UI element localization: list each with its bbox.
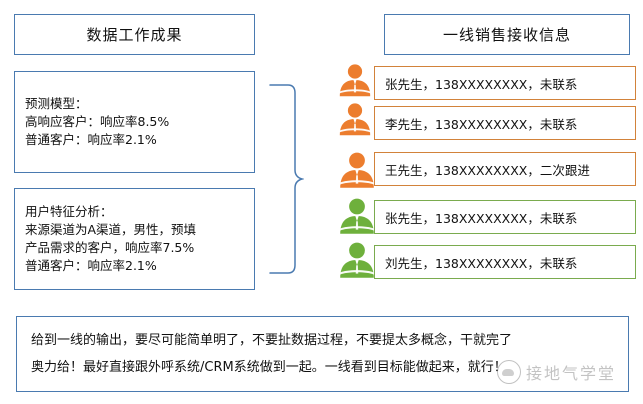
person-icon-glyph xyxy=(339,64,371,97)
user-feature-analysis-text: 用户特征分析： 来源渠道为A渠道，男性，预填 产品需求的客户，响应率7.5% 普… xyxy=(25,203,197,274)
summary-note-line-2: 奥力给！最好直接跟外呼系统/CRM系统做到一起。一线看到目标能做起来，就行！ xyxy=(31,360,507,375)
list-item-label: 张先生，138XXXXXXXX，未联系 xyxy=(385,76,578,92)
summary-note-line-1: 给到一线的输出，要尽可能简单明了，不要扯数据过程，不要提太多概念，干就完了 xyxy=(31,333,513,348)
curly-brace xyxy=(268,82,304,276)
person-icon xyxy=(336,196,378,238)
summary-note: 给到一线的输出，要尽可能简单明了，不要扯数据过程，不要提太多概念，干就完了 奥力… xyxy=(16,316,629,392)
list-item-label: 李先生，138XXXXXXXX，未联系 xyxy=(385,116,578,132)
list-item[interactable]: 张先生，138XXXXXXXX，未联系 xyxy=(374,200,636,234)
person-icon xyxy=(336,62,374,100)
person-icon-glyph xyxy=(340,152,374,188)
curly-brace-icon xyxy=(269,84,304,274)
list-item[interactable]: 王先生，138XXXXXXXX，二次跟进 xyxy=(374,152,636,186)
person-icon-glyph xyxy=(340,242,374,278)
list-item-label: 刘先生，138XXXXXXXX，未联系 xyxy=(385,255,578,271)
person-icon-glyph xyxy=(340,198,374,234)
person-icon-glyph xyxy=(339,103,371,136)
user-feature-analysis-card: 用户特征分析： 来源渠道为A渠道，男性，预填 产品需求的客户，响应率7.5% 普… xyxy=(14,188,255,290)
list-item[interactable]: 张先生，138XXXXXXXX，未联系 xyxy=(374,66,636,100)
list-item-label: 王先生，138XXXXXXXX，二次跟进 xyxy=(385,162,590,178)
person-icon xyxy=(336,101,374,139)
right-column-header: 一线销售接收信息 xyxy=(384,14,630,55)
list-item[interactable]: 刘先生，138XXXXXXXX，未联系 xyxy=(374,245,636,279)
list-item[interactable]: 李先生，138XXXXXXXX，未联系 xyxy=(374,106,636,140)
list-item-label: 张先生，138XXXXXXXX，未联系 xyxy=(385,210,578,226)
person-icon xyxy=(336,240,378,282)
person-icon xyxy=(336,150,378,192)
prediction-model-text: 预测模型： 高响应客户：响应率8.5% 普通客户：响应率2.1% xyxy=(25,95,170,148)
left-column-header: 数据工作成果 xyxy=(14,14,255,55)
prediction-model-card: 预测模型： 高响应客户：响应率8.5% 普通客户：响应率2.1% xyxy=(14,71,255,173)
